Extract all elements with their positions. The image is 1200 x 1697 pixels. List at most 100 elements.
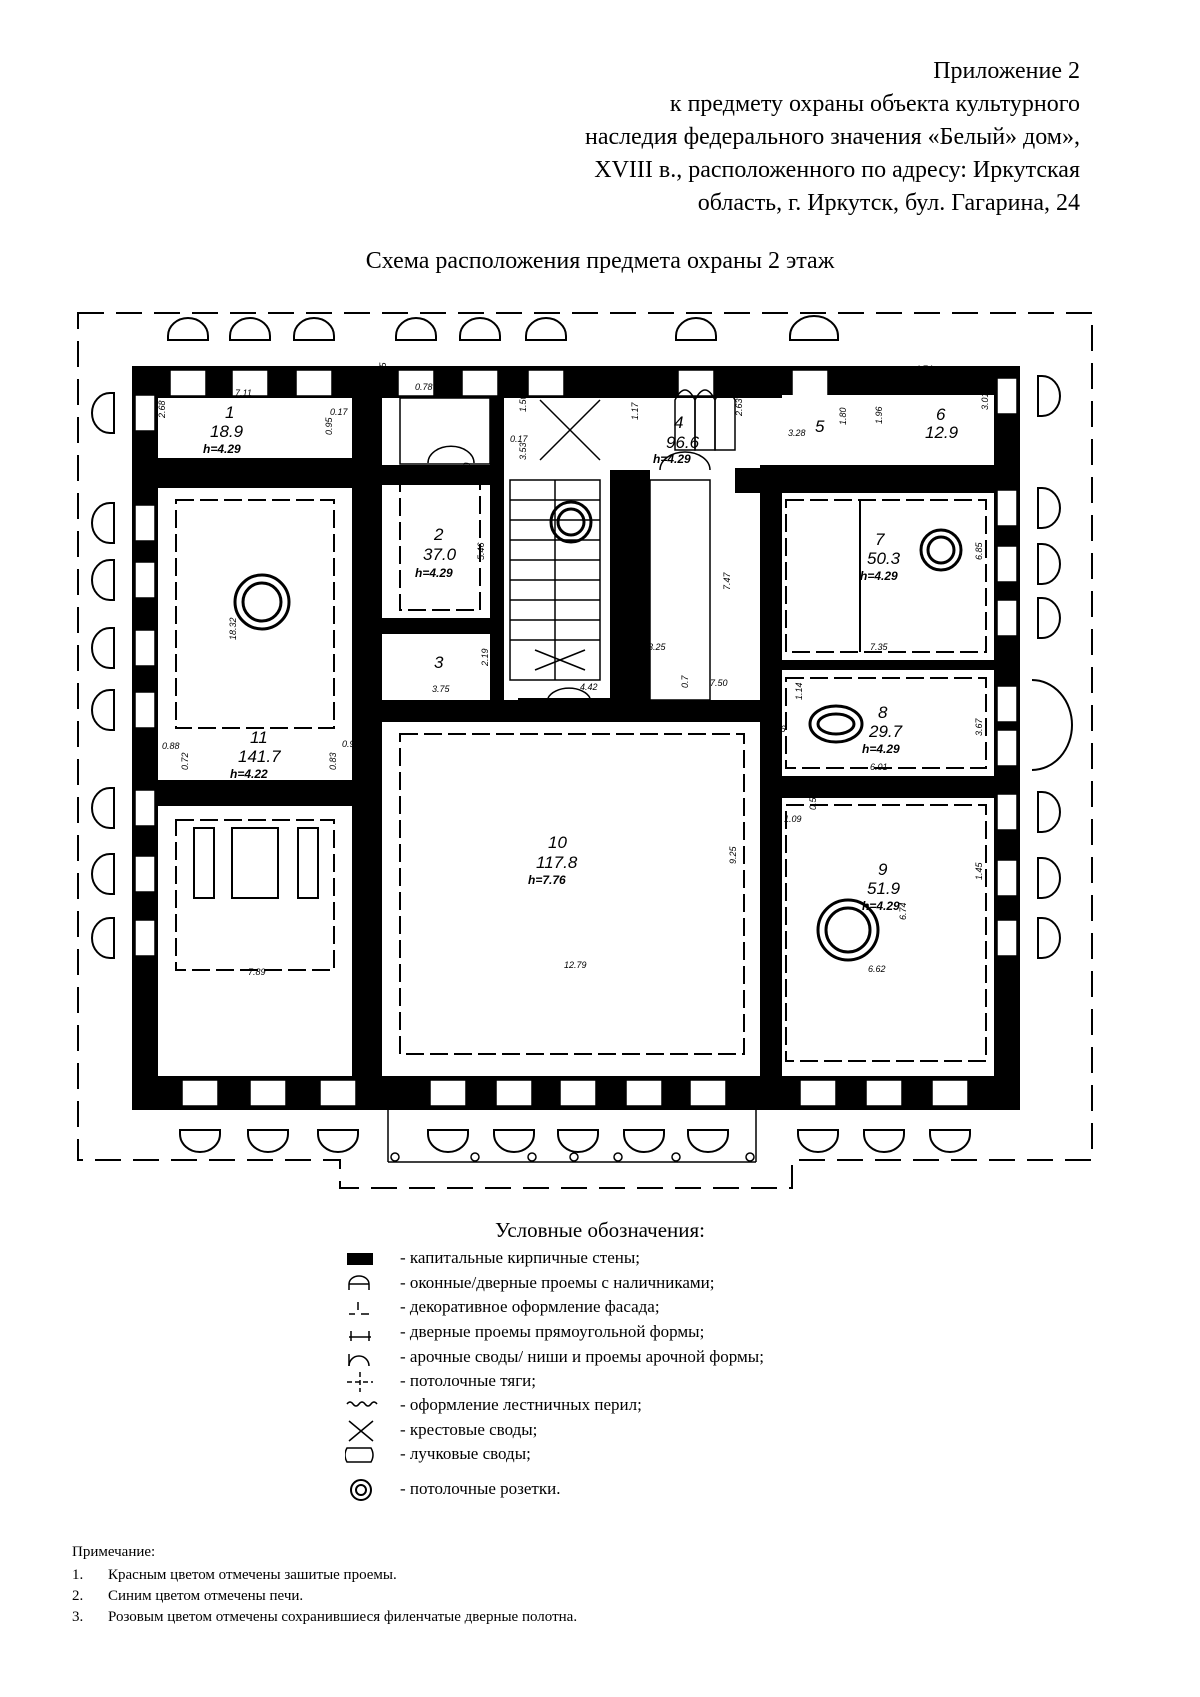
- legend-text: - оконные/дверные проемы с наличниками;: [400, 1273, 715, 1292]
- dimension-label: 1.09: [784, 814, 802, 824]
- dimension-label: 2.48: [490, 402, 500, 421]
- note-text: Синим цветом отмечены печи.: [108, 1588, 304, 1604]
- legend-text: - капитальные кирпичные стены;: [400, 1248, 640, 1267]
- dimension-label: 3.25: [648, 642, 667, 652]
- rect-door-icon: [349, 1331, 371, 1341]
- dimension-label: 1.06: [836, 372, 846, 390]
- room-number: 7: [875, 530, 885, 549]
- room-number: 11: [250, 728, 268, 747]
- room-height: h=7.76: [528, 873, 566, 887]
- dimension-label: 9.25: [728, 845, 738, 864]
- room-area: 37.0: [423, 545, 457, 564]
- dimension-label: 0.17: [330, 407, 349, 417]
- room-label-2: 2 37.0 h=4.29: [415, 525, 457, 580]
- dimension-label: 3.67: [422, 622, 441, 632]
- bow-vaults: [427, 389, 736, 699]
- dimension-label: 2.19: [480, 648, 490, 667]
- header-line: область, г. Иркутск, бул. Гагарина, 24: [697, 190, 1080, 216]
- room-number: 1: [225, 403, 234, 422]
- dimension-label: 0.88: [162, 741, 180, 751]
- dimension-label: 0.98: [342, 739, 360, 749]
- dimension-label: 3.67: [974, 717, 984, 736]
- room-label-1: 1 18.9 h=4.29: [203, 403, 244, 456]
- room-height: h=4.29: [860, 569, 898, 583]
- dimension-label: 0.78: [415, 382, 433, 392]
- room-label-9: 9 51.9 h=4.29: [862, 860, 901, 913]
- room-height: h=4.29: [653, 452, 691, 466]
- note-text: Красным цветом отмечены зашитые проемы.: [108, 1567, 397, 1583]
- dimension-label: 0.95: [324, 416, 334, 435]
- header-line: к предмету охраны объекта культурного: [669, 91, 1080, 117]
- dimension-label: 18.32: [228, 617, 238, 640]
- floor-plan: 1 18.9 h=4.29 2 37.0 h=4.29 3 4 96.6 h=4…: [77, 312, 1093, 1189]
- dimension-label: 2.63: [734, 398, 744, 417]
- window-arches-left: [91, 392, 115, 959]
- dimension-labels: 7.112.680.950.170.350.784.752.481.805.46…: [157, 361, 990, 977]
- cross-vault-icon: [348, 1420, 374, 1442]
- room-label-5: 5: [815, 417, 825, 436]
- window-row-left: [134, 394, 156, 957]
- arch-icon: [348, 1354, 370, 1367]
- window-row-right: [996, 377, 1018, 957]
- window-arches-top: [167, 315, 839, 341]
- dimension-label: 3.01: [980, 392, 990, 410]
- notes: Примечание: 1. Красным цветом отмечены за…: [72, 1542, 577, 1628]
- room-interiors: [158, 395, 994, 1076]
- room-label-4: 4 96.6 h=4.29: [653, 413, 700, 466]
- dimension-label: 6.01: [870, 762, 888, 772]
- appendix-header: Приложение 2 к предмету охраны объекта к…: [460, 55, 1080, 220]
- dimension-label: 0.83: [328, 752, 338, 770]
- window-arches-bottom: [179, 1129, 971, 1153]
- dimension-label: 7.97: [618, 506, 628, 525]
- dimension-label: 7.47: [722, 571, 732, 590]
- notes-list: 1. Красным цветом отмечены зашитые проемы…: [72, 1565, 577, 1628]
- dimension-label: 8.42: [570, 366, 588, 376]
- note-text: Розовым цветом отмечены сохранившиеся фи…: [108, 1609, 578, 1625]
- dimension-label: 5.46: [476, 542, 486, 560]
- legend-title: Условные обозначения:: [494, 1218, 706, 1242]
- dimension-label: 4.74: [915, 364, 933, 374]
- header-line: Приложение 2: [933, 58, 1080, 84]
- dimension-label: 4.75: [426, 468, 445, 478]
- legend-text: - оформление лестничных перил;: [400, 1395, 642, 1414]
- dimension-label: 4.42: [580, 682, 598, 692]
- note-item: 3. Розовым цветом отмечены сохранившиеся …: [72, 1607, 577, 1628]
- dimension-label: 1.45: [974, 861, 984, 880]
- room-number: 8: [878, 703, 888, 722]
- room-label-3: 3: [434, 653, 444, 672]
- dimension-label: 0.56: [768, 724, 786, 734]
- note-item: 2.Синим цветом отмечены печи.: [72, 1586, 577, 1607]
- dimension-label: 1.80: [462, 462, 472, 480]
- note-number: 1.: [72, 1567, 84, 1583]
- room-height: h=4.22: [230, 767, 268, 781]
- notes-title: Примечание:: [72, 1544, 156, 1560]
- ceiling-trim-room-11: [175, 499, 335, 729]
- solid-wall-icon: [347, 1253, 373, 1265]
- staircase: [509, 399, 601, 681]
- room-area: 18.9: [210, 422, 244, 441]
- dimension-label: 6.74: [898, 902, 908, 920]
- header-line: наследия федерального значения «Белый» д…: [585, 124, 1080, 150]
- legend-text: - дверные проемы прямоугольной формы;: [400, 1322, 705, 1341]
- ceiling-rosette-icon: [350, 1479, 372, 1501]
- dashed-decor-icon: [349, 1302, 369, 1315]
- window-row-bottom: [181, 1079, 969, 1107]
- room-height: h=4.29: [862, 742, 900, 756]
- note-number: 3.: [72, 1609, 84, 1625]
- dimension-label: 12.79: [564, 960, 587, 970]
- room-number: 4: [674, 413, 683, 432]
- dimension-label: 7.50: [710, 678, 728, 688]
- stair-rail-icon: [346, 1401, 378, 1407]
- dimension-label: 0.35: [378, 361, 388, 380]
- legend-text: - потолочные тяги;: [400, 1371, 536, 1390]
- legend-text: - арочные своды/ ниши и проемы арочной ф…: [400, 1347, 764, 1366]
- dimension-label: 6.85: [974, 541, 984, 560]
- ceiling-trim-room-11b: [175, 819, 335, 971]
- room-area: 12.9: [925, 423, 959, 442]
- room-number: 6: [936, 405, 946, 424]
- dimension-label: 0.72: [180, 752, 190, 770]
- dimension-label: 0.52: [808, 792, 818, 810]
- dimension-label: 2.68: [157, 400, 167, 419]
- window-frame-icon: [348, 1275, 370, 1290]
- ceiling-trim-icon: [347, 1372, 373, 1392]
